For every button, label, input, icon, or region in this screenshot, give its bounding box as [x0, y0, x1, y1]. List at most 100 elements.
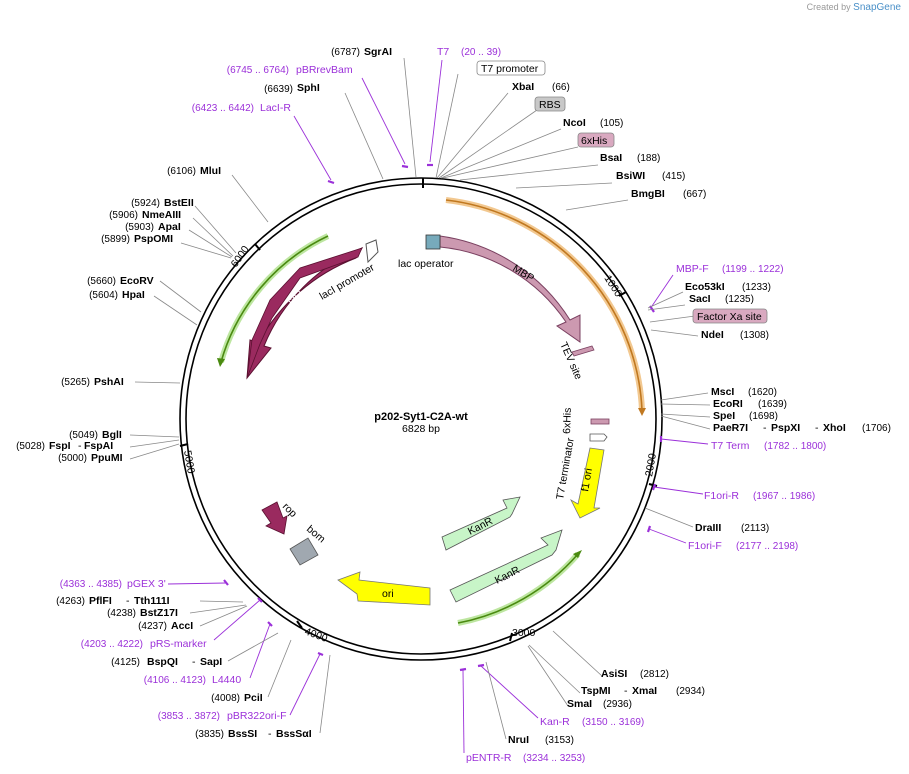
feature-his-label: 6xHis — [561, 407, 574, 434]
tick-label-5000: 5000 — [181, 449, 197, 474]
site-pos: (4237) — [138, 621, 167, 632]
svg-text:-: - — [126, 595, 130, 607]
primer-labels: T7 (20 .. 39) (6745 .. 6764) pBRrevBam (… — [60, 46, 827, 764]
primer-range: (6745 .. 6764) — [227, 65, 289, 76]
svg-text:-: - — [763, 422, 767, 434]
primer-name: T7 Term — [711, 440, 750, 452]
site-pos: (6106) — [167, 166, 196, 177]
primer-range: (1782 .. 1800) — [764, 441, 826, 452]
site-pos: (415) — [662, 171, 685, 182]
backbone-outer — [179, 177, 663, 661]
site-name: SgrAI — [364, 46, 392, 58]
feature-ori[interactable] — [337, 571, 431, 606]
site-pos: (5049) — [69, 430, 98, 441]
orf-kanr-head — [573, 550, 582, 558]
feature-t7-terminator[interactable] — [589, 433, 608, 442]
site-pos: (1308) — [740, 330, 769, 341]
box-6xhis — [577, 132, 615, 148]
feature-mbp[interactable] — [439, 235, 581, 343]
site-pos: (105) — [600, 118, 623, 129]
site-pos: (667) — [683, 189, 706, 200]
site-pos: (66) — [552, 82, 570, 93]
primer-name: pRS-marker — [150, 638, 207, 650]
site-pos: (188) — [637, 153, 660, 164]
site-labels-left: (6787) SgrAI (6639) SphI (6106) MluI (59… — [16, 46, 392, 740]
site-pos: (5000) — [58, 453, 87, 464]
site-name-2: BssSαI — [276, 728, 312, 740]
site-name-2: PspXI — [771, 422, 800, 434]
primer-range: (4203 .. 4222) — [81, 639, 143, 650]
box-label: RBS — [539, 99, 561, 111]
feature-f1-ori[interactable] — [570, 447, 605, 519]
feature-lac-operator[interactable] — [425, 234, 441, 250]
site-name: DraIII — [695, 522, 721, 534]
site-name: FspI — [49, 440, 71, 452]
site-name: EcoRV — [120, 275, 154, 287]
site-pos: (6639) — [264, 84, 293, 95]
feature-kanr-1[interactable] — [441, 496, 521, 551]
site-name: HpaI — [122, 289, 145, 301]
site-pos: (1706) — [862, 423, 891, 434]
site-name-2: SapI — [200, 656, 222, 668]
site-pos: (5028) — [16, 441, 45, 452]
site-name: SacI — [689, 293, 711, 305]
box-factor-xa — [692, 308, 768, 324]
feature-t7term-label: T7 terminator — [554, 436, 577, 500]
orf-mbp-head — [638, 408, 646, 416]
site-name: BstEII — [164, 197, 194, 209]
site-pos: (3835) — [195, 729, 224, 740]
site-pos: (5899) — [101, 234, 130, 245]
site-labels-right: XbaI (66) NcoI (105) BsaI (188) BsiWI (4… — [508, 81, 891, 746]
svg-text:-: - — [268, 728, 272, 740]
svg-text:-: - — [192, 656, 196, 668]
feature-his-tag[interactable] — [590, 418, 610, 425]
feature-lac-operator-label: lac operator — [398, 258, 454, 270]
site-name: BglI — [102, 429, 122, 441]
plasmid-name: p202-Syt1-C2A-wt — [374, 411, 468, 423]
site-name: PflFI — [89, 595, 112, 607]
site-name-2: Tth111I — [134, 595, 170, 607]
site-name: EcoRI — [713, 398, 743, 410]
box-label: Factor Xa site — [697, 311, 762, 323]
site-name: NdeI — [701, 329, 724, 341]
primer-range: (1967 .. 1986) — [753, 491, 815, 502]
site-name: BspQI — [147, 656, 178, 668]
site-pos: (1698) — [749, 411, 778, 422]
primer-name: T7 — [437, 46, 449, 58]
site-name: BstZ17I — [140, 607, 178, 619]
site-name: SpeI — [713, 410, 735, 422]
tick-label-4000: 4000 — [303, 626, 329, 645]
box-rbs — [534, 96, 566, 112]
site-name: XbaI — [512, 81, 534, 93]
svg-text:-: - — [815, 422, 819, 434]
primer-name: F1ori-R — [704, 490, 739, 502]
feature-rop[interactable] — [261, 501, 288, 535]
primer-range: (3150 .. 3169) — [582, 717, 644, 728]
tick-marks — [179, 243, 658, 642]
site-pos: (4238) — [107, 608, 136, 619]
site-leaders — [129, 57, 711, 740]
site-pos: (2934) — [676, 686, 705, 697]
site-name: Eco53kI — [685, 281, 725, 293]
primer-name: pBR322ori-F — [227, 710, 287, 722]
site-name-3: XhoI — [823, 422, 846, 434]
orf-mbp-arc — [445, 199, 643, 411]
site-name: MluI — [200, 165, 221, 177]
site-pos: (5604) — [89, 290, 118, 301]
primer-name: LacI-R — [260, 102, 291, 114]
site-name: BssSI — [228, 728, 257, 740]
site-name: AccI — [171, 620, 193, 632]
plasmid-length: 6828 bp — [402, 423, 440, 435]
tick-label-3000: 3000 — [512, 627, 536, 639]
site-name: BsiWI — [616, 170, 645, 182]
feature-tev-site[interactable] — [571, 345, 595, 357]
box-label: T7 promoter — [481, 63, 539, 75]
tick-label-2000: 2000 — [643, 452, 659, 477]
feature-kanr-2[interactable] — [449, 529, 563, 603]
orf-kanr-arc — [457, 553, 579, 624]
feature-laci-promoter[interactable] — [365, 239, 379, 264]
primer-name: Kan-R — [540, 716, 570, 728]
feature-bom[interactable] — [289, 537, 319, 566]
site-name: SmaI — [567, 698, 592, 710]
